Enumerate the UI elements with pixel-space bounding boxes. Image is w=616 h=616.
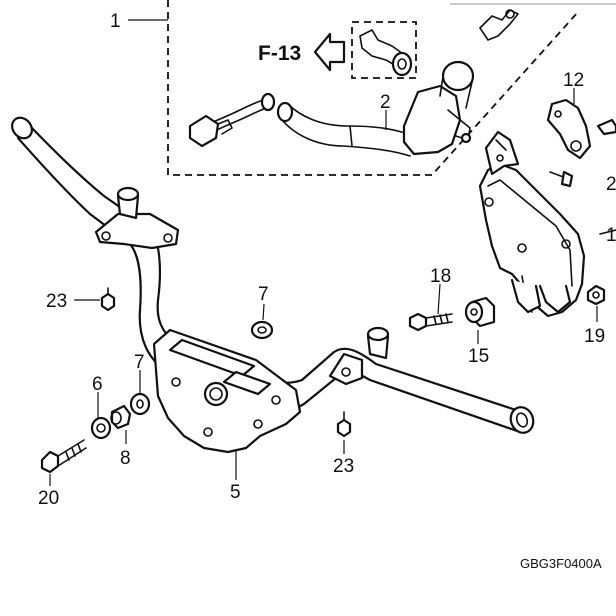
bracket-12 [546,98,592,160]
callout-19: 19 [584,326,605,347]
left-bracket [94,186,180,250]
callout-8: 8 [120,448,131,469]
leader-lines [49,19,598,486]
screw-2 [549,170,574,188]
callout-23-left: 23 [46,291,67,312]
callout-15: 15 [468,346,489,367]
bracket-plate-5 [152,328,302,454]
handlebar [11,116,535,434]
callout-7-upper: 7 [258,284,269,305]
washer-6 [90,416,112,440]
reference-label: F-13 [258,42,301,65]
callout-1-right: 1 [606,225,616,246]
callout-7-lower: 7 [134,352,145,373]
inset-connector-part [359,29,413,77]
reference-arrow [313,32,346,72]
assembly-boundary [167,0,579,176]
ignition-switch [402,60,475,156]
key-part [479,9,519,41]
washer-7-upper [250,320,274,340]
callout-6: 6 [92,374,103,395]
switch-housing [478,130,616,318]
bolt-18 [408,312,453,332]
callout-2: 2 [380,92,391,113]
screw-23-left [100,287,116,312]
nut-19 [586,284,606,306]
washer-7-lower [129,392,151,416]
callout-20: 20 [38,488,59,509]
right-bracket [328,326,390,386]
callout-12: 12 [563,70,584,91]
collar-15 [464,296,496,328]
drawing-code: GBG3F0400A [520,556,602,571]
wire-harness [188,92,411,157]
callout-1: 1 [110,11,121,32]
screw-23-lower [336,411,352,438]
collar-8 [110,404,132,430]
callout-5: 5 [230,482,241,503]
callout-2-right: 2 [606,174,616,195]
bolt-20 [40,439,87,474]
screw-right [596,118,616,136]
callout-18: 18 [430,266,451,287]
callout-23-lower: 23 [333,456,354,477]
